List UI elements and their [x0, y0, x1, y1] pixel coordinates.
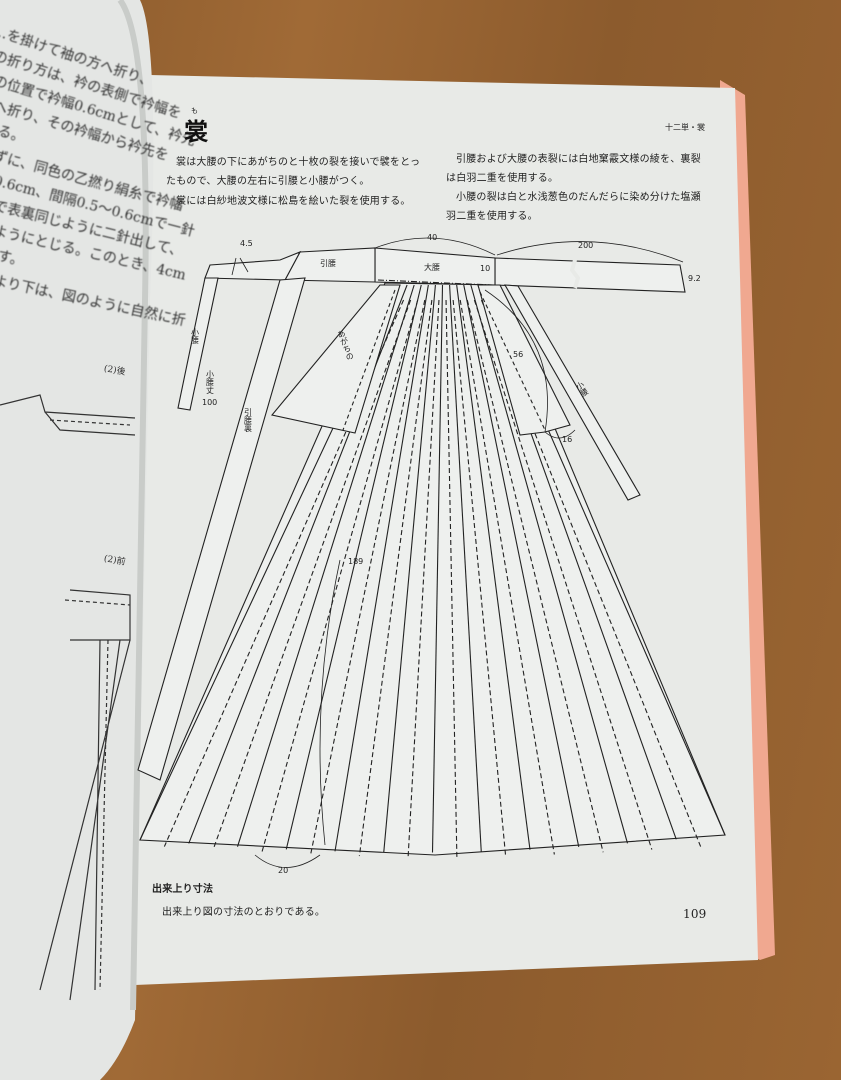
- panel-seam-line: [449, 284, 482, 852]
- panel-fold-line: [466, 299, 604, 853]
- page-number: 109: [683, 907, 707, 921]
- col1-line-1: 裳は大腰の下にあがちのと十枚の裂を接いで襞をとっ: [176, 157, 421, 168]
- panel-fold-line: [407, 299, 440, 857]
- label-kogoshi-length: 小腰丈: [206, 370, 215, 395]
- label-hikigoshi: 引腰: [320, 259, 336, 268]
- panel-seam-line: [463, 284, 580, 847]
- col2-line-4: 羽二重を使用する。: [446, 211, 538, 222]
- dim-4-5: 4.5: [240, 239, 253, 248]
- col2-line-2: は白羽二重を使用する。: [446, 173, 559, 184]
- section-heading: 出来上り寸法: [152, 884, 214, 895]
- running-head: 十二単・裳: [665, 123, 705, 132]
- panel-seam-line: [236, 284, 415, 847]
- mo-pattern-diagram: [137, 237, 726, 868]
- panel-fold-line: [358, 299, 433, 857]
- dim-189: 189: [348, 557, 363, 566]
- section-text: 出来上り図の寸法のとおりである。: [162, 907, 326, 918]
- col1-line-2: たもので、大腰の左右に引腰と小腰がつく。: [166, 176, 370, 187]
- page-gutter-shadow: [117, 0, 149, 1011]
- dim-100: 100: [202, 398, 217, 407]
- panel-seam-line: [334, 284, 429, 852]
- dim-40: 40: [427, 233, 437, 242]
- page-title: 裳: [184, 117, 208, 146]
- panel-seam-line: [470, 284, 629, 844]
- dim-200: 200: [578, 241, 593, 250]
- title-ruby: も: [191, 107, 198, 115]
- panel-fold-line: [212, 299, 412, 850]
- dim-9-2: 9.2: [688, 274, 701, 283]
- dim-16: 16: [562, 435, 572, 444]
- label-ogoshi: 大腰: [424, 262, 440, 272]
- panel-seam-line: [456, 284, 531, 850]
- panel-fold-line: [459, 299, 555, 855]
- col2-line-3: 小腰の裂は白と水浅葱色のだんだらに染め分けた塩瀬: [456, 192, 701, 203]
- panel-seam-line: [383, 284, 436, 853]
- left-page-figures: [0, 394, 136, 1001]
- label-kogoshi-left: 小腰: [191, 328, 200, 345]
- panel-fold-line: [473, 299, 653, 850]
- dim-56: 56: [513, 350, 523, 359]
- panel-seam-line: [285, 284, 422, 850]
- panel-fold-line: [310, 299, 426, 855]
- panel-seam-line: [431, 284, 444, 853]
- col1-line-3: 裳には白紗地波文様に松島を絵いた裂を使用する。: [176, 196, 411, 207]
- col2-line-1: 引腰および大腰の表裂には白地窠霰文様の綾を、裏裂: [456, 154, 701, 165]
- left-page: [0, 0, 154, 1080]
- panel-fold-line: [452, 299, 507, 857]
- label-hikigoshi-ura: 引腰裏: [244, 408, 253, 433]
- dim-20: 20: [278, 866, 288, 875]
- dim-10: 10: [480, 264, 490, 273]
- panel-fold-line: [445, 299, 458, 857]
